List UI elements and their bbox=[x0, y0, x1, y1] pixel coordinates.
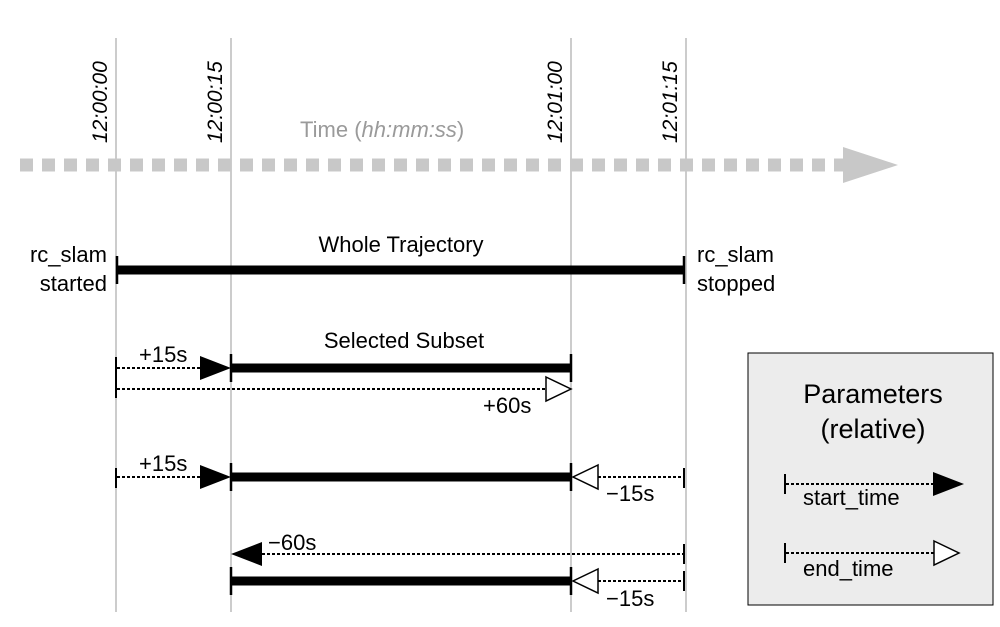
time-tick-3: 12:01:00 bbox=[544, 61, 567, 143]
ex2-end-arrowhead bbox=[571, 463, 599, 491]
time-axis-arrowhead bbox=[843, 147, 898, 183]
time-guides bbox=[115, 38, 687, 612]
rc-slam-stopped-line1: rc_slam bbox=[697, 242, 774, 267]
parameters-legend: Parameters (relative) start_time end_tim… bbox=[747, 352, 994, 606]
example-3: −60s −15s bbox=[229, 530, 685, 611]
ex3-start-offset: −60s bbox=[268, 530, 316, 555]
time-axis-label: Time (hh:mm:ss) bbox=[300, 117, 464, 142]
ex2-end-offset: −15s bbox=[606, 481, 654, 506]
legend-end-arrowhead bbox=[933, 539, 961, 567]
ex2-start-offset: +15s bbox=[139, 451, 187, 476]
time-tick-2: 12:00:15 bbox=[204, 61, 227, 143]
legend-start-arrowhead bbox=[933, 472, 964, 496]
ex1-start-arrowhead bbox=[200, 356, 231, 380]
time-tick-4: 12:01:15 bbox=[659, 61, 682, 143]
ex3-end-arrowhead bbox=[571, 567, 599, 595]
ex1-start-offset: +15s bbox=[139, 342, 187, 367]
legend-box bbox=[747, 352, 994, 606]
example-1: Selected Subset +15s +60s bbox=[115, 328, 573, 418]
selected-subset-title: Selected Subset bbox=[324, 328, 484, 353]
rc-slam-stopped-line2: stopped bbox=[697, 271, 775, 296]
legend-start-label: start_time bbox=[803, 485, 900, 510]
rc-slam-started-line1: rc_slam bbox=[30, 242, 107, 267]
legend-title-line2: (relative) bbox=[820, 414, 925, 444]
ex1-end-offset: +60s bbox=[483, 393, 531, 418]
legend-end-label: end_time bbox=[803, 556, 894, 581]
legend-title-line1: Parameters bbox=[803, 379, 943, 409]
ex3-start-arrowhead bbox=[231, 542, 262, 566]
ex1-end-arrowhead bbox=[545, 375, 573, 403]
rc-slam-started-line2: started bbox=[40, 271, 107, 296]
example-2: +15s −15s bbox=[115, 451, 685, 506]
time-tick-1: 12:00:00 bbox=[89, 61, 112, 143]
ex2-start-arrowhead bbox=[200, 465, 231, 489]
ex3-end-offset: −15s bbox=[606, 586, 654, 611]
whole-trajectory-title: Whole Trajectory bbox=[318, 232, 483, 257]
